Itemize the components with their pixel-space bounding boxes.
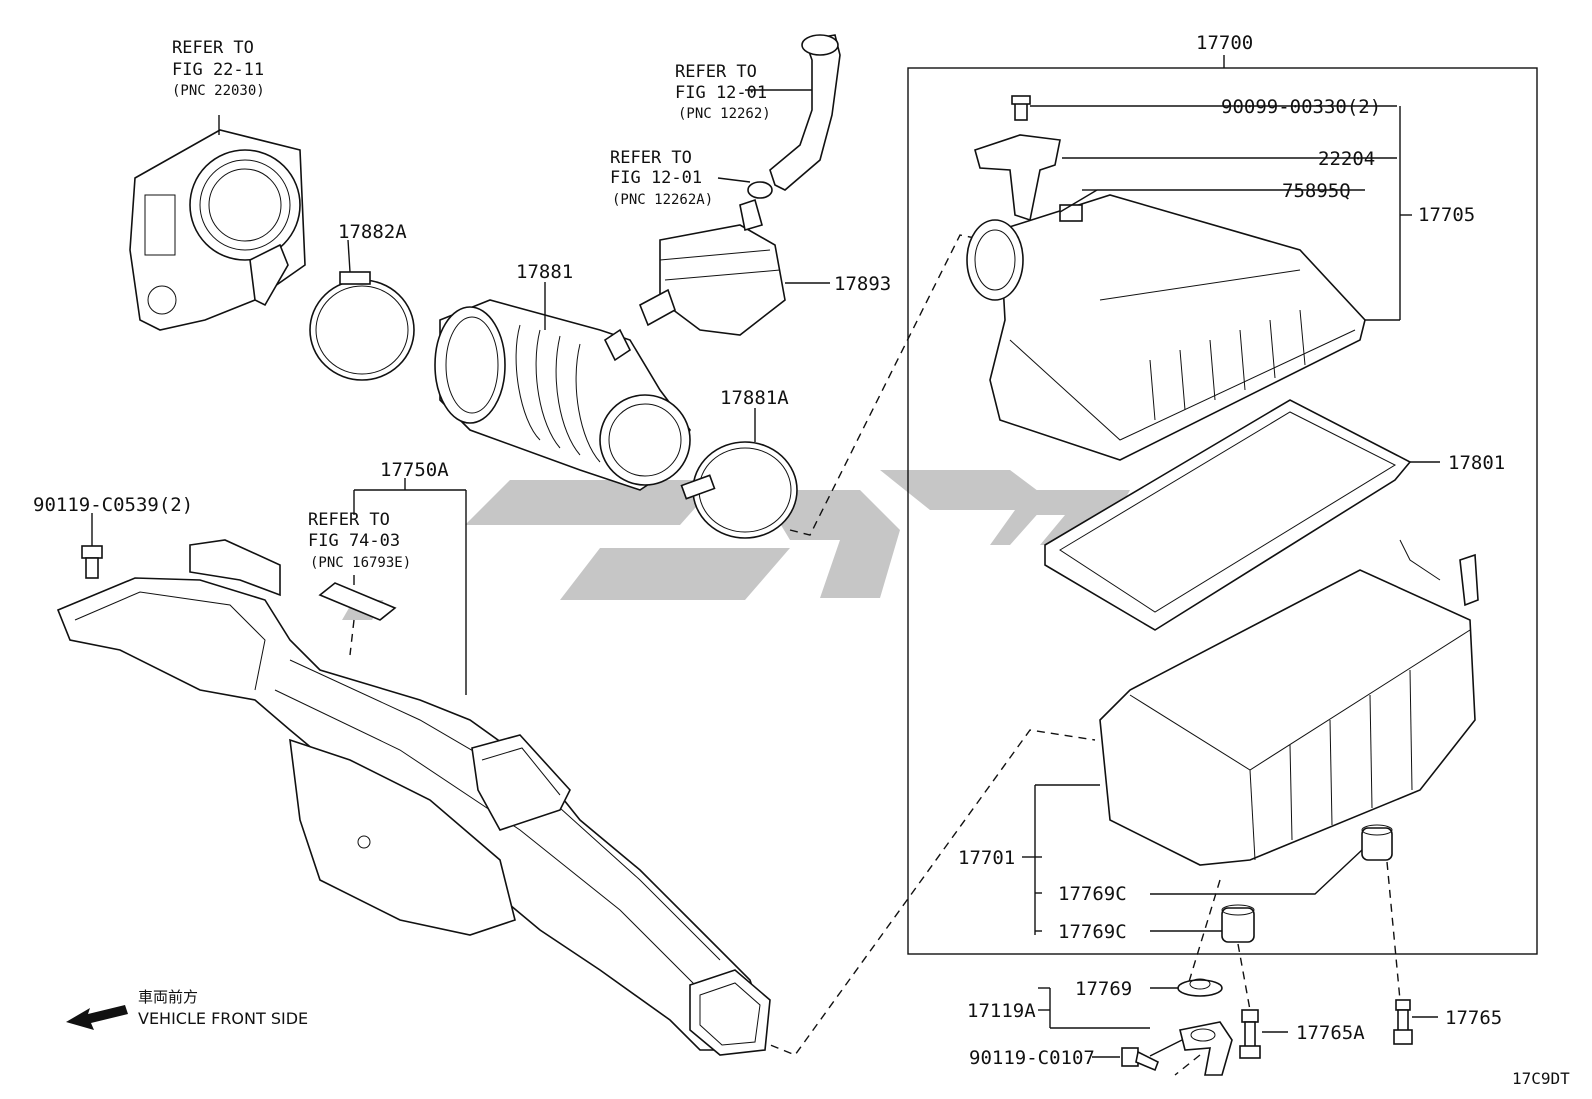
pin-17765 [1393,999,1438,1045]
cleaner-case-17701 [1099,539,1479,866]
ref-hose-line2: FIG 12-01 [675,83,767,103]
ref-throttle-line2: FIG 22-11 [172,60,264,80]
intake-duct-17750a [56,539,771,1056]
ref-label-line3: (PNC 16793E) [310,555,411,571]
label-17769c-2: 17769C [1058,921,1127,943]
label-90099: 90099-00330(2) [1221,96,1381,118]
ref-throttle-line1: REFER TO [172,38,254,58]
label-75895q: 75895Q [1282,180,1351,202]
ref-hose-line1: REFER TO [675,62,757,82]
front-direction-arrow-icon [66,1005,128,1030]
watermark-logo [342,470,1130,620]
label-17705: 17705 [1418,204,1475,226]
direction-jp: 車両前方 [138,988,198,1006]
clamp-17881a [680,408,798,539]
label-17750a: 17750A [380,459,449,481]
bracket [1149,1021,1233,1076]
connection-line-17765a [1237,943,1251,1011]
ref-clip-line2: FIG 12-01 [610,168,702,188]
mass-air-flow-sensor [974,95,1061,222]
label-17119a: 17119A [967,1000,1036,1022]
label-17882a: 17882A [338,221,407,243]
bolt-90119-c0107 [1092,1047,1160,1072]
connection-line-duct [757,729,1096,1056]
direction-en: VEHICLE FRONT SIDE [138,1009,308,1028]
label-17881a: 17881A [720,387,789,409]
ref-hose-line3: (PNC 12262) [678,106,771,122]
filter-element-17801 [1044,399,1440,631]
grommet-17769c-lower [1150,904,1255,943]
bolt-90119-c0539 [81,513,103,579]
breather-hose [745,34,841,191]
intake-hose-17881 [434,282,691,491]
grommet-17769c-upper [1150,824,1393,895]
connection-line-17765 [1386,861,1401,1001]
clamp-17882a [309,239,415,381]
pin-17765a [1239,1009,1288,1059]
label-17801: 17801 [1448,452,1505,474]
ref-label-line2: FIG 74-03 [308,531,400,551]
ref-label-line1: REFER TO [308,510,390,530]
label-17769: 17769 [1075,978,1132,1000]
label-17700: 17700 [1196,32,1253,54]
label-17765a: 17765A [1296,1022,1365,1044]
label-sticker [1059,204,1083,222]
figure-code: 17C9DT [1512,1069,1570,1088]
label-17765: 17765 [1445,1007,1502,1029]
connection-line-17769 [1187,879,1221,986]
ref-clip-line3: (PNC 12262A) [612,192,713,208]
label-90119-c0539: 90119-C0539(2) [33,494,193,516]
ref-clip-line1: REFER TO [610,148,692,168]
label-17881: 17881 [516,261,573,283]
cleaner-cap-17705 [966,194,1366,461]
label-17769c-1: 17769C [1058,883,1127,905]
label-22204: 22204 [1318,148,1375,170]
insulator-17769 [1150,978,1223,997]
resonator-17893 [638,198,830,336]
ref-throttle-line3: (PNC 22030) [172,83,265,99]
label-17701: 17701 [958,847,1015,869]
label-plate [318,582,397,621]
assembly-frame [907,67,1538,955]
hose-clip [717,177,773,199]
label-17893: 17893 [834,273,891,295]
label-90119-c0107: 90119-C0107 [969,1047,1095,1069]
throttle-body [129,115,306,331]
